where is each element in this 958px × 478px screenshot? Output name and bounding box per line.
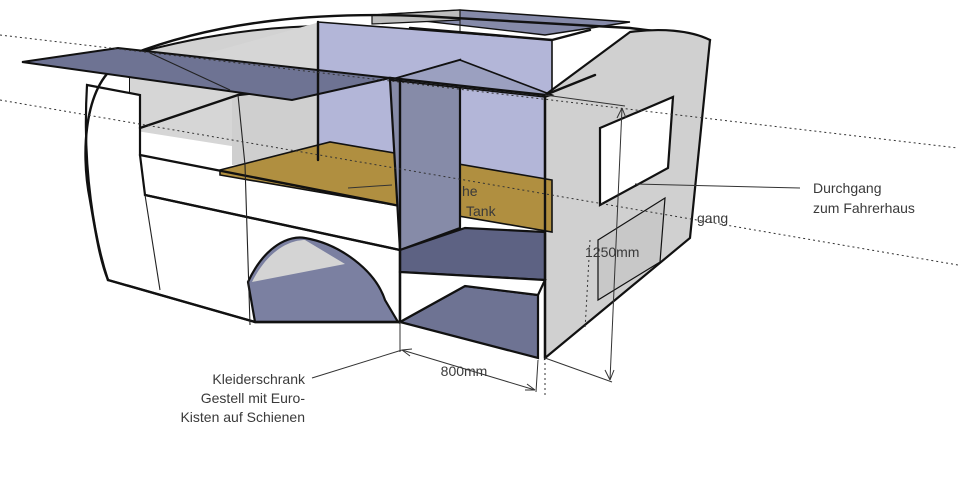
wheel-arch-highlight bbox=[252, 240, 345, 282]
label-wardrobe-line2: Gestell mit Euro- bbox=[201, 390, 306, 406]
front-left-curve bbox=[84, 60, 124, 282]
tank-leader bbox=[347, 184, 393, 189]
left-panel-seam-2 bbox=[237, 94, 251, 326]
floor-front-edge bbox=[143, 193, 402, 252]
label-partial-gang: gang bbox=[697, 210, 728, 226]
wardrobe-leader bbox=[311, 349, 403, 379]
label-width-dimension: 800mm bbox=[441, 363, 488, 379]
front-left-inner-edge bbox=[138, 153, 402, 208]
left-body-bottom bbox=[106, 278, 402, 324]
guide-line-upper bbox=[0, 34, 958, 149]
guide-line-lower bbox=[0, 99, 958, 266]
bed-floor bbox=[219, 141, 553, 233]
label-partial-he: he bbox=[462, 183, 478, 199]
left-panel-seam bbox=[144, 194, 161, 291]
label-wardrobe-line3: Kisten auf Schienen bbox=[180, 409, 305, 425]
guide-line-vertical-3 bbox=[584, 239, 591, 331]
cab-pass-through-window bbox=[598, 95, 675, 207]
durchgang-leader bbox=[634, 183, 801, 189]
label-durchgang-line2: zum Fahrerhaus bbox=[813, 200, 915, 216]
width-dimension-line bbox=[401, 349, 536, 391]
label-height-dimension: 1250mm bbox=[585, 244, 639, 260]
label-tank: Tank bbox=[466, 203, 497, 219]
cab-side-wall bbox=[543, 28, 712, 361]
wardrobe-top bbox=[389, 59, 555, 98]
height-dimension-line bbox=[609, 107, 623, 381]
label-durchgang-line1: Durchgang bbox=[813, 180, 882, 196]
roof-mid-edge bbox=[408, 26, 592, 42]
label-wardrobe-line1: Kleiderschrank bbox=[212, 371, 306, 387]
